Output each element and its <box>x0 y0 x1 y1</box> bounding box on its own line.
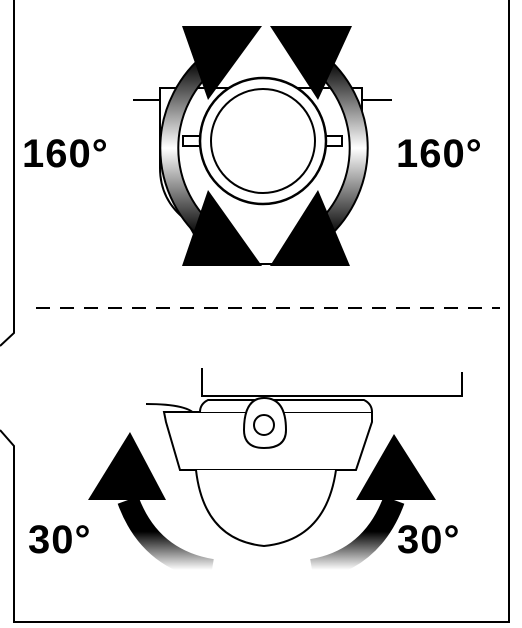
tilt-right-arrow-icon <box>309 434 436 581</box>
diagram-frame <box>0 0 510 623</box>
pan-right-rotation-arrow-icon <box>270 26 369 266</box>
tilt-left-angle-label: 30° <box>28 518 92 562</box>
tilt-right-angle-label: 30° <box>397 518 461 562</box>
camera-side-view-icon <box>145 368 463 548</box>
pan-left-angle-label: 160° <box>22 132 109 176</box>
tilt-left-arrow-icon <box>88 432 215 581</box>
pan-left-rotation-arrow-icon <box>159 26 262 266</box>
pan-right-angle-label: 160° <box>396 132 483 176</box>
